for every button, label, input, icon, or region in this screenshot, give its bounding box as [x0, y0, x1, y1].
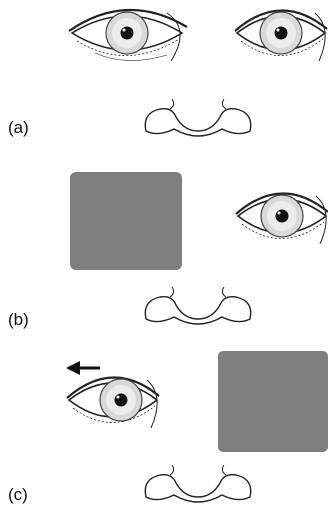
panel-a-label: (a) [8, 118, 29, 138]
panel-a: (a) [0, 0, 328, 150]
nose-icon [145, 287, 250, 324]
panel-c: (c) [0, 345, 328, 512]
panel-b-label: (b) [8, 310, 29, 330]
arrow-left-icon [66, 361, 100, 375]
right-eye-icon [236, 193, 328, 244]
left-eye-icon [67, 377, 159, 428]
occluder-card [218, 351, 328, 452]
occluder-card [70, 172, 182, 270]
panel-b: (b) [0, 160, 328, 340]
nose-icon [145, 99, 250, 136]
right-eye-icon [235, 10, 327, 61]
nose-icon [145, 465, 250, 502]
panel-b-drawing [0, 160, 328, 340]
left-eye-icon [69, 10, 187, 61]
panel-c-drawing [0, 345, 328, 512]
panel-a-drawing [0, 0, 328, 150]
panel-c-label: (c) [8, 485, 28, 505]
